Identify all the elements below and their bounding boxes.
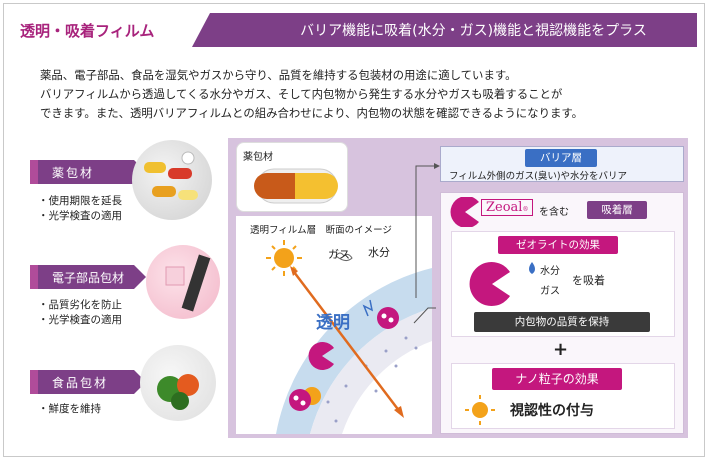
use-bullet: ・品質劣化を防止 [38, 299, 122, 311]
intro-line: 薬品、電子部品、食品を湿気やガスから守り、品質を維持する包装材の用途に適していま… [40, 68, 517, 82]
use-label-food: 食品包材 [30, 370, 146, 394]
intro-text: 薬品、電子部品、食品を湿気やガスから守り、品質を維持する包装材の用途に適していま… [40, 66, 680, 123]
cross-section-card: 透明フィルム層 断面のイメージ ガス 水分 透明 [236, 216, 432, 434]
use-bullets-electronics: ・品質劣化を防止 ・光学検査の適用 [38, 298, 122, 328]
adsorbent-particle-icon [289, 389, 311, 411]
plus-sign: + [553, 339, 569, 360]
use-label-electronics: 電子部品包材 [30, 265, 146, 289]
zeolite-tag: ゼオライトの効果 [498, 236, 618, 254]
use-bullets-medicine: ・使用期限を延長 ・光学検査の適用 [38, 194, 122, 224]
gas-label: ガス [328, 248, 350, 261]
intro-line: できます。また、透明バリアフィルムとの組み合わせにより、内包物の状態を確認できる… [40, 106, 583, 120]
cross-section-title: 透明フィルム層 断面のイメージ [250, 225, 392, 236]
zeolite-effect-card: ゼオライトの効果 水分 ガス を吸着 内包物の品質を保持 [451, 231, 675, 337]
pacman-icon [308, 342, 334, 370]
zeoal-logo: Zeoal® [481, 199, 534, 216]
vegetable-icon [157, 374, 199, 410]
zeolite-water: 水分 [540, 266, 560, 277]
cross-section-illustration [266, 240, 432, 434]
water-drop-icon [529, 262, 535, 274]
section-title: 透明・吸着フィルム [20, 21, 155, 40]
use-bullet: ・光学検査の適用 [38, 314, 122, 326]
barrier-tag: バリア層 [525, 149, 597, 167]
medicine-card: 薬包材 [236, 142, 348, 212]
zeolite-adsorb: を吸着 [572, 274, 605, 287]
zeolite-gas: ガス [540, 286, 560, 297]
adsorption-tag: 吸着層 [587, 201, 647, 219]
medicine-photo [132, 140, 212, 220]
capsule-icon [254, 168, 338, 204]
water-label: 水分 [368, 246, 390, 259]
nano-effect-card: ナノ粒子の効果 視認性の付与 [451, 363, 675, 429]
nano-tag: ナノ粒子の効果 [492, 368, 622, 390]
barrier-description: フィルム外側のガス(臭い)や水分をバリア [449, 171, 628, 182]
electronics-photo [146, 245, 220, 319]
adsorption-card: Zeoal® を含む 吸着層 ゼオライトの効果 水分 ガス を吸着 内包物の品質… [440, 192, 684, 434]
transparent-label: 透明 [316, 313, 350, 333]
adsorbent-particle-icon [377, 307, 399, 329]
food-photo [140, 345, 216, 421]
medicine-card-label: 薬包材 [243, 152, 273, 163]
chip-icon [165, 254, 211, 312]
pacman-icon [450, 197, 479, 227]
use-bullet: ・光学検査の適用 [38, 210, 122, 222]
contains-label: を含む [539, 207, 569, 218]
use-bullet: ・使用期限を延長 [38, 195, 122, 207]
sun-icon [465, 395, 495, 425]
pacman-icon [469, 262, 510, 306]
quality-tag: 内包物の品質を保持 [474, 312, 650, 332]
use-label-medicine: 薬包材 [30, 160, 146, 184]
intro-line: バリアフィルムから透過してくる水分やガス、そして内包物から発生する水分やガスも吸… [40, 87, 563, 101]
connector-arrows [413, 163, 440, 324]
use-bullets-food: ・鮮度を維持 [38, 402, 101, 417]
use-bullet: ・鮮度を維持 [38, 403, 101, 415]
section-subtitle-banner: バリア機能に吸着(水分・ガス)機能と視認機能をプラス [192, 13, 697, 47]
pill-icon [144, 151, 198, 200]
barrier-card: バリア層 フィルム外側のガス(臭い)や水分をバリア [440, 146, 684, 182]
visibility-label: 視認性の付与 [510, 403, 594, 419]
